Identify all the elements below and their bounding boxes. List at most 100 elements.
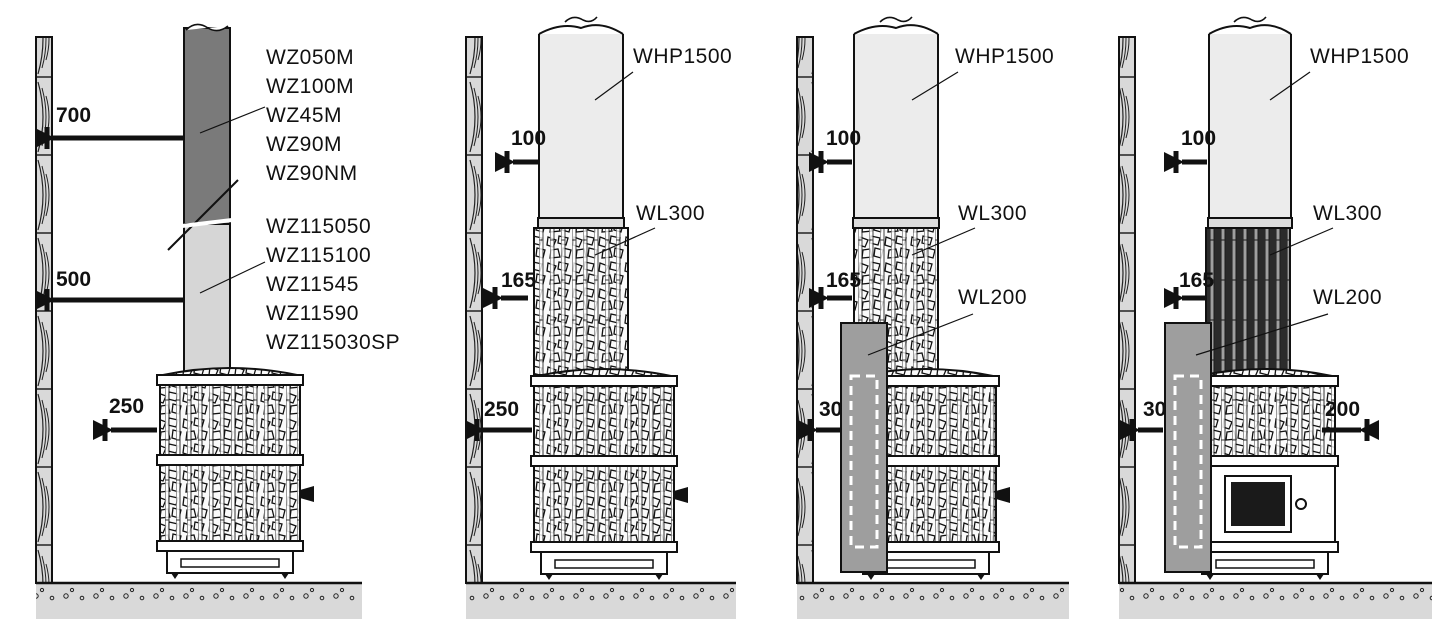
- shield-dashed-outline: [1173, 374, 1203, 549]
- model-label-4: WZ90M: [266, 133, 342, 156]
- clearance-165: 165: [826, 269, 862, 292]
- whp1500-cylinder-flame: [879, 16, 913, 23]
- heater-band: [156, 454, 304, 466]
- label-wl300: WL300: [636, 202, 706, 225]
- heater-band: [530, 455, 678, 467]
- leader-line: [199, 106, 266, 134]
- label-whp1500: WHP1500: [1310, 45, 1410, 68]
- heater-band: [1191, 375, 1339, 387]
- whp1500-cylinder-top: [538, 24, 624, 35]
- model-label-1: WZ050M: [266, 46, 355, 69]
- concrete-floor: [36, 583, 362, 619]
- pipe-break-line: [167, 179, 239, 251]
- wl300-tower-bars: [1206, 228, 1290, 375]
- heater-band: [1191, 541, 1339, 553]
- heater-base-slot: [554, 559, 654, 569]
- label-whp1500: WHP1500: [955, 45, 1055, 68]
- leader-line: [1195, 313, 1329, 356]
- stone-cage-lower-bars: [534, 466, 674, 542]
- heater-band: [530, 541, 678, 553]
- label-whp1500: WHP1500: [633, 45, 733, 68]
- clearance-100: 100: [826, 127, 862, 150]
- stone-heap: [1197, 368, 1333, 377]
- clearance-700: 700: [56, 104, 92, 127]
- heater-band: [530, 375, 678, 387]
- leader-line: [594, 227, 656, 256]
- stone-cage-lower-bars: [160, 465, 300, 541]
- model-label-7: WZ115100: [266, 244, 372, 267]
- heater-base: [540, 551, 668, 575]
- wooden-wall: [796, 36, 814, 584]
- stone-heap: [162, 367, 298, 376]
- stone-heap: [536, 368, 672, 377]
- leader-line: [594, 71, 634, 101]
- shield-dashed-outline: [849, 374, 879, 549]
- whp1500-collar: [1207, 217, 1293, 229]
- model-label-2: WZ100M: [266, 75, 355, 98]
- model-label-8: WZ11545: [266, 273, 359, 296]
- heater-handle: [300, 486, 314, 502]
- leader-line: [911, 227, 976, 256]
- heater-band: [156, 540, 304, 552]
- label-wl300: WL300: [958, 202, 1028, 225]
- heater-handle: [996, 487, 1010, 503]
- pipe-break-gap: [181, 218, 233, 228]
- wl200-protective-shield: [1164, 322, 1212, 573]
- door-glass: [1231, 482, 1285, 526]
- clearance-30: 30: [1143, 398, 1167, 421]
- leader-line: [1269, 227, 1334, 256]
- concrete-floor: [466, 583, 736, 619]
- clearance-100: 100: [511, 127, 547, 150]
- heater-base: [1201, 551, 1329, 575]
- clearance-250: 250: [484, 398, 520, 421]
- clearance-30: 30: [819, 398, 843, 421]
- wl200-protective-shield: [840, 322, 888, 573]
- clearance-500: 500: [56, 268, 92, 291]
- wooden-wall: [465, 36, 483, 584]
- pipe-top-cut: [185, 23, 229, 32]
- leader-line: [867, 313, 974, 356]
- stone-cage-upper-bars: [534, 386, 674, 456]
- wooden-wall: [35, 36, 53, 584]
- concrete-floor: [797, 583, 1069, 619]
- wooden-wall: [1118, 36, 1136, 584]
- model-label-5: WZ90NM: [266, 162, 358, 185]
- clearance-100: 100: [1181, 127, 1217, 150]
- clearance-165: 165: [501, 269, 537, 292]
- heater-base-slot: [1215, 559, 1315, 569]
- label-wl200: WL200: [958, 286, 1028, 309]
- chimney-pipe-light: [183, 223, 231, 375]
- whp1500-collar: [537, 217, 625, 229]
- stone-cage-upper-bars: [1195, 386, 1335, 456]
- clearance-250: 250: [109, 395, 145, 418]
- heater-band: [1191, 455, 1339, 467]
- model-label-3: WZ45M: [266, 104, 342, 127]
- heater-base-slot: [180, 558, 280, 568]
- whp1500-cylinder: [538, 34, 624, 222]
- whp1500-cylinder-top: [1208, 24, 1292, 35]
- wl300-tower-bars: [534, 228, 628, 375]
- whp1500-cylinder: [1208, 34, 1292, 222]
- heater-base: [166, 550, 294, 574]
- whp1500-collar: [852, 217, 940, 229]
- leader-line: [1269, 71, 1311, 101]
- leader-line: [199, 261, 266, 294]
- clearance-200: 200: [1325, 398, 1361, 421]
- heater-handle: [674, 487, 688, 503]
- label-wl300: WL300: [1313, 202, 1383, 225]
- model-label-9: WZ11590: [266, 302, 359, 325]
- stone-cage-upper-bars: [160, 385, 300, 455]
- door-handle: [1295, 498, 1307, 510]
- whp1500-cylinder-flame: [1233, 16, 1267, 23]
- leader-line: [911, 71, 959, 101]
- model-label-10: WZ115030SP: [266, 331, 401, 354]
- clearance-165: 165: [1179, 269, 1215, 292]
- model-label-6: WZ115050: [266, 215, 372, 238]
- label-wl200: WL200: [1313, 286, 1383, 309]
- whp1500-cylinder-flame: [564, 16, 598, 23]
- whp1500-cylinder: [853, 34, 939, 222]
- heater-band: [156, 374, 304, 386]
- whp1500-cylinder-top: [853, 24, 939, 35]
- concrete-floor: [1119, 583, 1432, 619]
